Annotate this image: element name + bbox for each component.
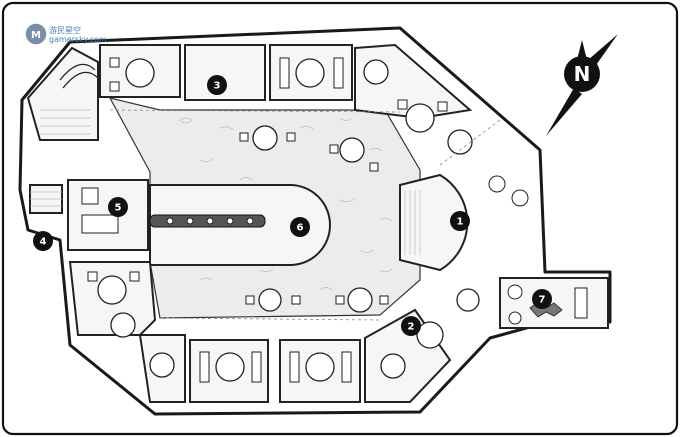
marker-7-label: 7: [539, 295, 546, 306]
svg-text:M: M: [31, 30, 41, 41]
watermark-line2: gamersky.com: [49, 35, 107, 44]
interior-dashed-lines: [109, 109, 501, 321]
marker-2-label: 2: [408, 322, 415, 333]
marker-5-label: 5: [115, 203, 122, 214]
marker-6-label: 6: [297, 223, 304, 234]
hall-tables: [239, 125, 389, 313]
room-7-clutter: [507, 284, 588, 325]
marker-1-label: 1: [457, 217, 464, 228]
watermark-line1: 游民星空: [49, 25, 81, 35]
marker-2[interactable]: 2: [401, 316, 421, 336]
marker-4-label: 4: [40, 237, 47, 248]
compass-letter: N: [574, 62, 591, 86]
marker-5[interactable]: 5: [108, 197, 128, 217]
marker-1[interactable]: 1: [450, 211, 470, 231]
stage-area: [399, 173, 529, 272]
left-booths: [68, 261, 157, 338]
top-booths: [99, 43, 473, 155]
compass-circle: [564, 56, 600, 92]
marker-7[interactable]: 7: [532, 289, 552, 309]
floor-stone-texture: [179, 117, 393, 291]
left-exit-steps: [29, 184, 63, 214]
room-5-desk: [81, 214, 119, 234]
logo-badge-icon: [24, 22, 48, 46]
staircase-top-left: [26, 46, 99, 141]
compass-needle-icon: [588, 34, 618, 68]
compass-tail-icon: [546, 88, 582, 136]
bottom-booths: [138, 288, 480, 403]
watermark-logo: M 游民星空 gamersky.com: [24, 22, 107, 46]
marker-3-label: 3: [214, 81, 221, 92]
room-5-furniture: [81, 187, 99, 205]
marker-4[interactable]: 4: [33, 231, 53, 251]
bar-stools: [166, 217, 254, 225]
marker-3[interactable]: 3: [207, 75, 227, 95]
marker-6[interactable]: 6: [290, 217, 310, 237]
compass-rose: N: [546, 34, 618, 136]
